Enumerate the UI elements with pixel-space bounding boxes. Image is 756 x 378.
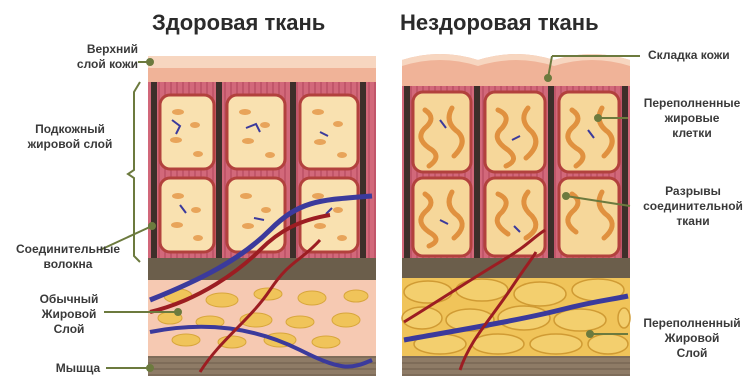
healthy-dark-band	[148, 258, 376, 280]
healthy-skin	[148, 68, 376, 82]
label-overfilled-fat: ПереполненныйЖировойСлой	[630, 316, 754, 361]
label-skin-fold: Складка кожи	[648, 48, 754, 63]
unhealthy-dark-band	[402, 258, 630, 278]
label-tissue-breaks: Разрывысоединительнойткани	[632, 184, 754, 229]
healthy-panel	[148, 56, 376, 376]
label-overfilled-cells: Переполненныежировыеклетки	[630, 96, 754, 141]
label-subcutaneous: Подкожныйжировой слой	[8, 122, 132, 152]
healthy-skin-top	[148, 56, 376, 70]
label-muscle: Мышца	[48, 361, 108, 376]
unhealthy-panel	[402, 54, 630, 376]
label-top-skin: Верхнийслой кожи	[20, 42, 138, 72]
label-normal-fat: ОбычныйЖировойСлой	[30, 292, 108, 337]
unhealthy-fat-globules	[402, 279, 630, 354]
unhealthy-muscle	[402, 356, 630, 376]
label-fibers: Соединительныеволокна	[2, 242, 134, 272]
